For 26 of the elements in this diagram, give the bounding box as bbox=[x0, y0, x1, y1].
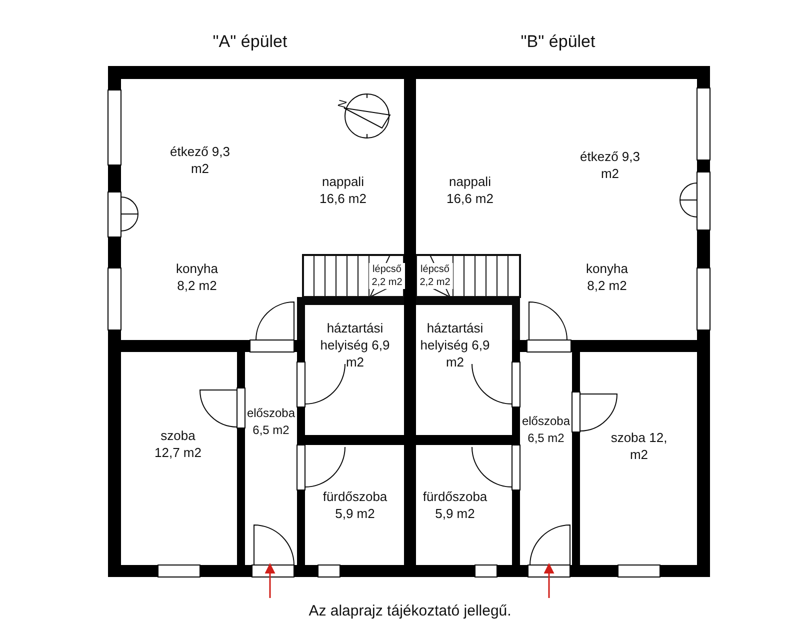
compass-letter: N bbox=[336, 98, 350, 110]
room-label: nappali 16,6 m2 bbox=[318, 173, 368, 207]
room-label: nappali 16,6 m2 bbox=[446, 173, 494, 207]
room bbox=[303, 255, 404, 297]
room-label: konyha 8,2 m2 bbox=[585, 260, 629, 294]
room-label: étkező 9,3 m2 bbox=[579, 148, 641, 182]
room-label: előszoba 6,5 m2 bbox=[246, 405, 296, 439]
building-title: "B" épület bbox=[520, 32, 596, 52]
room-label: szoba 12, m2 bbox=[610, 429, 668, 463]
room bbox=[416, 255, 520, 297]
room-label: lépcső 2,2 m2 bbox=[417, 263, 453, 289]
arrow bbox=[544, 562, 554, 598]
room-label: fürdőszoba 5,9 m2 bbox=[322, 488, 388, 522]
arrow bbox=[264, 562, 276, 598]
room-label: lépcső 2,2 m2 bbox=[369, 263, 405, 289]
room-label: fürdőszoba 5,9 m2 bbox=[422, 488, 488, 522]
building-title: "A" épület bbox=[212, 32, 288, 52]
caption: Az alaprajz tájékoztató jellegű. bbox=[308, 602, 512, 620]
room-label: háztartási helyiség 6,9 m2 bbox=[319, 320, 391, 370]
room-label: konyha 8,2 m2 bbox=[175, 260, 219, 294]
room bbox=[245, 352, 297, 565]
room-label: szoba 12,7 m2 bbox=[154, 427, 202, 461]
room-label: előszoba 6,5 m2 bbox=[521, 413, 571, 447]
room-label: háztartási helyiség 6,9 m2 bbox=[419, 320, 491, 370]
room-label: étkező 9,3 m2 bbox=[169, 143, 231, 177]
room bbox=[520, 352, 572, 565]
